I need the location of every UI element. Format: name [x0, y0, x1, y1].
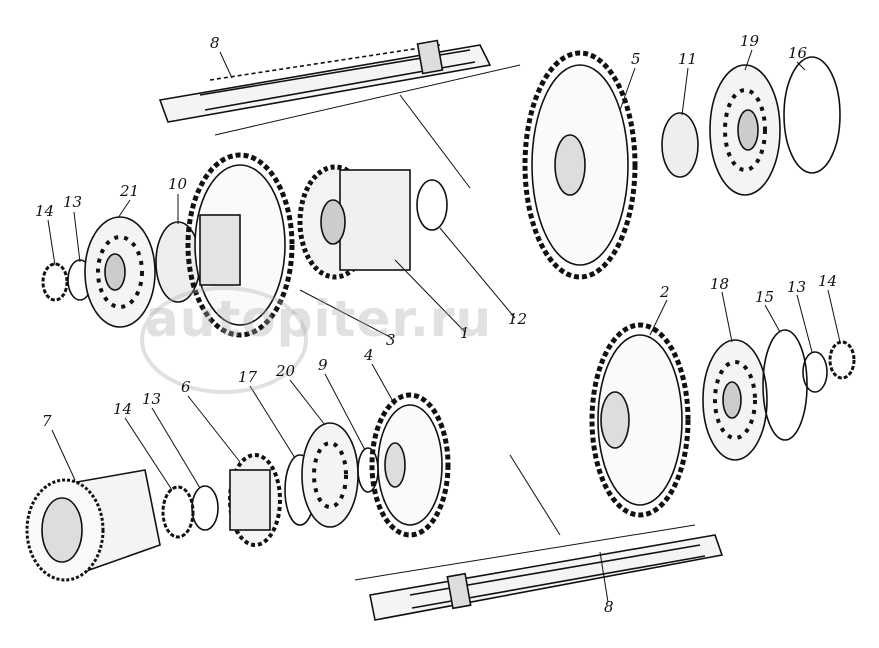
label-top-shaft: 8: [210, 34, 220, 52]
top-shaft: [158, 39, 492, 123]
label-nut-14-bottom: 14: [113, 400, 133, 418]
label-gear-1: 1: [460, 324, 470, 342]
nut-14-left: [41, 262, 69, 302]
label-ring-10: 10: [168, 175, 188, 193]
label-washer-13-right: 13: [787, 278, 807, 296]
ring-11: [661, 112, 699, 178]
label-ring-11: 11: [678, 50, 698, 68]
ring-16: [783, 56, 841, 174]
label-gear-5: 5: [631, 50, 641, 68]
hub-6: [228, 453, 282, 547]
label-washer-13-bottom: 13: [142, 390, 162, 408]
nut-14-right: [828, 340, 856, 380]
washer-13-bottom: [191, 485, 219, 531]
ring-15: [762, 329, 808, 441]
gear-5: [522, 50, 638, 280]
label-washer-13-left: 13: [63, 193, 83, 211]
watermark-text: autopiter.ru: [145, 290, 493, 348]
bearing-21: [84, 216, 156, 328]
label-hub-6: 6: [181, 378, 191, 396]
bearing-18: [702, 339, 768, 461]
bearing-19: [709, 64, 781, 196]
gear-1: [297, 164, 411, 280]
label-coupling-7: 7: [42, 412, 52, 430]
label-ring-17: 17: [238, 368, 258, 386]
ring-12: [416, 179, 448, 231]
watermark-logo: [140, 286, 308, 394]
coupling-7: [25, 469, 161, 582]
label-nut-14-right: 14: [818, 272, 838, 290]
bottom-shaft: [369, 534, 724, 621]
gear-2: [589, 322, 691, 518]
label-ring-16: 16: [788, 44, 808, 62]
label-ring-15: 15: [755, 288, 775, 306]
bearing-20: [301, 422, 359, 528]
label-ring-9: 9: [318, 356, 328, 374]
label-gear-3: 3: [386, 331, 396, 349]
washer-13-right: [802, 351, 828, 393]
label-gear-2: 2: [660, 283, 670, 301]
label-bearing-18: 18: [710, 275, 730, 293]
gear-4: [369, 392, 451, 538]
label-bearing-19: 19: [740, 32, 760, 50]
leader-lines: [47, 49, 841, 603]
label-ring-12: 12: [508, 310, 528, 328]
label-bearing-21: 21: [120, 182, 140, 200]
label-gear-4: 4: [364, 346, 374, 364]
label-nut-14-left: 14: [35, 202, 55, 220]
label-bearing-20: 20: [276, 362, 296, 380]
leader-line: [214, 64, 521, 136]
label-bottom-shaft: 8: [604, 598, 614, 616]
nut-14-bottom: [161, 485, 195, 539]
